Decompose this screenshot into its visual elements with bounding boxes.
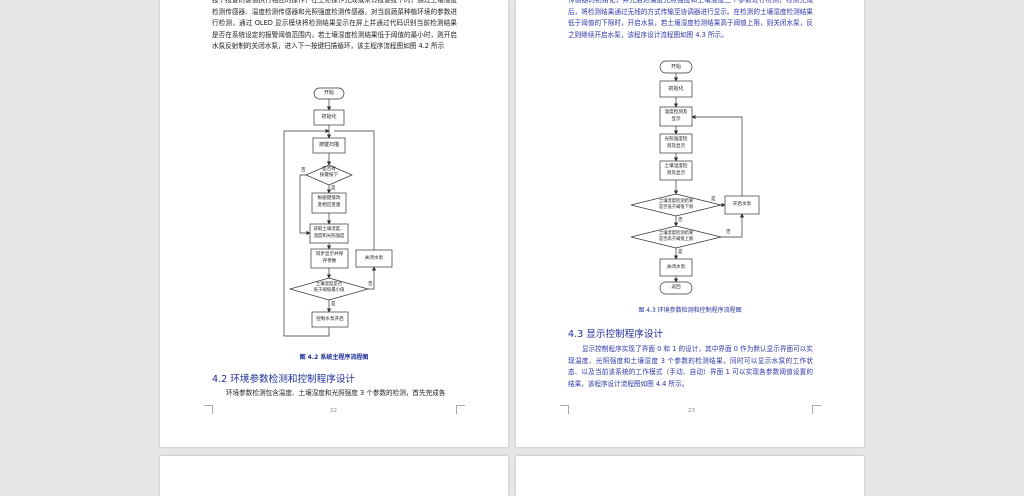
flow23-decision2-line1: 土壤湿度检测结果 <box>658 231 694 236</box>
flow23-decision1-text: 土壤湿度检测结果 是否低于阈值下限 <box>631 199 721 211</box>
flow22-yes1-label: 是 <box>331 186 336 191</box>
flow23-open-pump-text: 开启水泵 <box>732 202 752 207</box>
env-detection-flowchart <box>630 60 760 295</box>
flow23-temp-line1: 温度检测及 <box>664 110 688 115</box>
document-page-next-right <box>516 456 864 496</box>
page22-intro-paragraph: 按下按键的键值执行相应的操作，在上述操作完成或未有按键按下时，通过土壤湿度检测传… <box>212 0 457 51</box>
flow22-sync-text: 同步显示并保 存参数 <box>311 252 348 265</box>
flow23-start-text: 开始 <box>670 64 681 70</box>
flow22-no1-label: 否 <box>301 168 306 173</box>
section-4-3-body: 显示控制程序实现了界面 0 和 1 的设计，其中界面 0 作为默认显示界面可以实… <box>568 345 813 388</box>
flow23-soil-line2: 测及显示 <box>666 170 686 176</box>
flow22-scan-text: 按键扫描 <box>318 142 339 148</box>
flow22-keyaction-line1: 根据键值改 <box>317 196 341 201</box>
flow22-decision1-line2: 按键按下 <box>319 173 339 178</box>
flow23-no2-label: 否 <box>726 230 731 235</box>
page-number: 22 <box>330 408 337 414</box>
flow23-init-text: 初始化 <box>668 86 684 92</box>
flow23-yes2-label: 是 <box>678 250 683 255</box>
section-4-3-heading: 4.3 显示控制程序设计 <box>568 329 664 340</box>
flow22-pump-control-text: 控制水泵开启 <box>316 317 344 322</box>
flow-pump-control-node <box>311 311 349 328</box>
figure-4-3-caption: 图 4.3 环境参数检测和控制程序流程图 <box>638 307 742 314</box>
flow23-decision1-line1: 土壤湿度检测结果 <box>658 199 694 204</box>
flow22-detect-line2: 温度和光照强度 <box>313 233 345 239</box>
flow22-detect-text: 获取土壤湿度、 温度和光照强度 <box>310 227 348 240</box>
corner-mark <box>456 405 465 414</box>
flow23-temp-line2: 显示 <box>671 116 681 122</box>
flow22-decision1-line1: 是否有 <box>322 167 336 172</box>
flow23-light-text: 光照强度检 测及显示 <box>660 137 692 150</box>
flow22-no2-label: 否 <box>368 282 373 287</box>
flow23-temp-text: 温度检测及 显示 <box>660 110 692 123</box>
flow23-end-text: 返回 <box>671 285 681 290</box>
corner-mark <box>204 405 213 414</box>
flow23-decision1-line2: 是否低于阈值下限 <box>658 205 694 210</box>
flow23-no1-label: 否 <box>678 218 683 223</box>
document-page-23: 传感器的初始化，并先后对温度光照强度和土壤湿度三个参数进行检测，检测完成后，将检… <box>516 0 864 447</box>
section-4-2-body: 环境参数检测包含温度、土壤湿度和光照强度 3 个参数的检测，首先完成各 <box>226 389 446 397</box>
flow23-yes1-label: 是 <box>711 197 716 202</box>
flow-end-node <box>659 281 693 295</box>
flow23-decision2-text: 土壤湿度检测结果 是否高于阈值上限 <box>631 231 721 243</box>
flow23-soil-text: 土壤湿度检 测及显示 <box>660 164 692 177</box>
flow22-decision2-line1: 土壤湿度是否 <box>315 282 343 287</box>
flow23-soil-line1: 土壤湿度检 <box>664 164 688 169</box>
flow22-keyaction-text: 根据键值改 变相应变量 <box>312 196 346 209</box>
flow22-init-text: 初始化 <box>321 114 337 120</box>
main-program-flowchart <box>283 87 393 337</box>
flow22-yes2-label: 是 <box>331 302 336 307</box>
document-page-next-left <box>160 456 508 496</box>
flow22-decision2-line2: 低于阈值最小值 <box>313 288 345 293</box>
flow22-close-pump-text: 关闭水泵 <box>364 256 384 261</box>
section-4-2-heading: 4.2 环境参数检测和控制程序设计 <box>212 374 356 385</box>
flow22-sync-line2: 存参数 <box>322 258 337 264</box>
flow23-light-line1: 光照强度检 <box>664 137 688 142</box>
page23-intro-paragraph: 传感器的初始化，并先后对温度光照强度和土壤湿度三个参数进行检测，检测完成后，将检… <box>568 0 813 39</box>
figure-4-2-caption: 图 4.2 系统主程序流程图 <box>299 354 369 361</box>
flow22-sync-line1: 同步显示并保 <box>315 252 344 257</box>
flow22-detect-line1: 获取土壤湿度、 <box>313 227 345 232</box>
flow23-decision2-line2: 是否高于阈值上限 <box>658 237 694 242</box>
flow22-decision2-text: 土壤湿度是否 低于阈值最小值 <box>290 282 368 294</box>
document-page-22: 按下按键的键值执行相应的操作，在上述操作完成或未有按键按下时，通过土壤湿度检测传… <box>160 0 508 447</box>
page-number: 23 <box>688 408 695 414</box>
corner-mark <box>812 405 821 414</box>
corner-mark <box>560 405 569 414</box>
flow23-light-line2: 测及显示 <box>666 143 686 149</box>
flow22-decision1-text: 是否有 按键按下 <box>306 167 352 179</box>
flow-sync-node <box>310 248 349 269</box>
flow22-start-text: 开始 <box>323 90 334 96</box>
flow22-keyaction-line2: 变相应变量 <box>317 202 341 208</box>
flow23-close-pump-text: 关闭水泵 <box>666 265 686 270</box>
